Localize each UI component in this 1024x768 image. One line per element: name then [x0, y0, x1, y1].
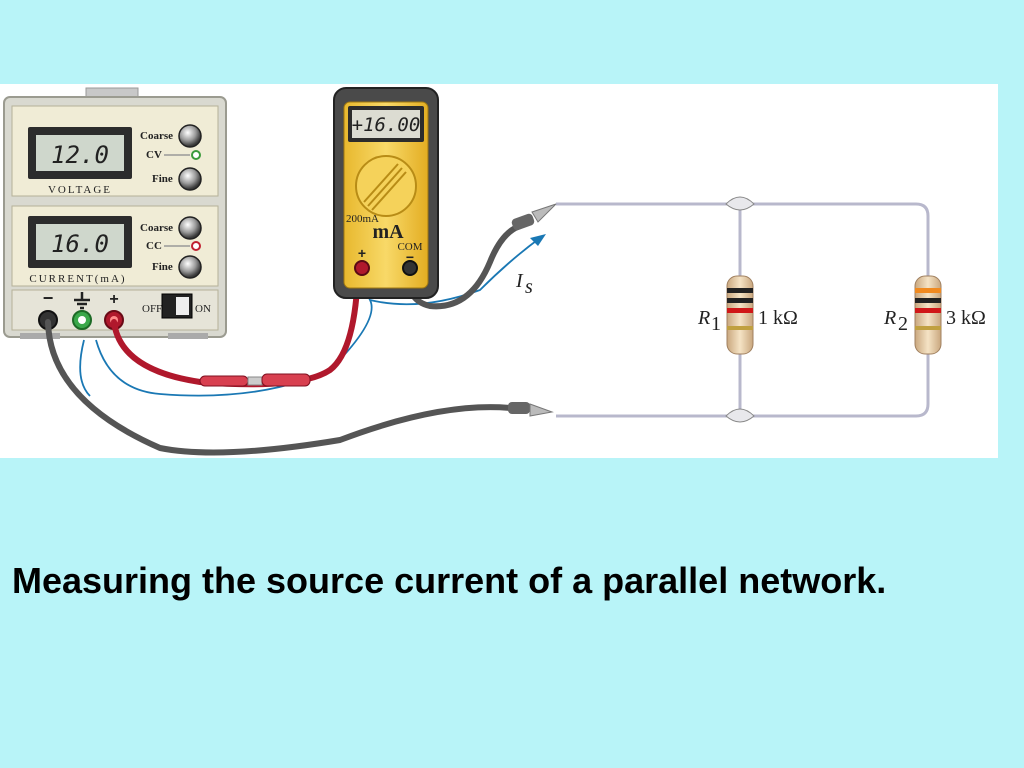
meter-com-label: COM	[397, 241, 422, 253]
cc-label: CC	[146, 240, 162, 252]
meter-unit-label: mA	[372, 221, 404, 243]
supply-minus-label: −	[43, 288, 54, 308]
voltage-coarse-label: Coarse	[140, 130, 173, 142]
ground-icon	[74, 292, 90, 310]
voltage-fine-knob[interactable]	[178, 167, 202, 191]
source-current-subscript: s	[525, 276, 533, 298]
r2-value: 3 kΩ	[946, 307, 986, 329]
meter-positive-jack[interactable]	[354, 260, 370, 276]
source-current-symbol: I	[515, 270, 524, 292]
voltage-readout: 12.0	[51, 141, 109, 169]
current-arrow-icon	[530, 234, 546, 246]
figure-caption: Measuring the source current of a parall…	[12, 560, 887, 601]
current-fine-label: Fine	[152, 261, 173, 273]
current-coarse-knob[interactable]	[178, 216, 202, 240]
top-lead-clip	[511, 203, 557, 231]
meter-readout: +16.00	[352, 114, 421, 136]
meter-minus-label: −	[406, 249, 414, 265]
meter-plus-label: +	[358, 245, 366, 261]
bottom-junction	[725, 408, 755, 423]
gray-return-lead	[45, 319, 513, 456]
cc-indicator-icon	[191, 241, 201, 251]
current-label: CURRENT(mA)	[29, 273, 126, 285]
resistor-r2	[914, 275, 942, 355]
current-coarse-label: Coarse	[140, 222, 173, 234]
r2-name: R	[883, 307, 896, 329]
power-off-label: OFF	[142, 303, 162, 315]
meter-com-jack[interactable]	[402, 260, 418, 276]
supply-plus-label: +	[109, 291, 118, 308]
voltage-coarse-knob[interactable]	[178, 124, 202, 148]
power-on-label: ON	[195, 303, 211, 315]
red-lead-connector	[199, 373, 311, 387]
cv-indicator-icon	[191, 150, 201, 160]
top-junction	[725, 196, 755, 211]
voltage-label: VOLTAGE	[48, 184, 112, 196]
current-path-line	[79, 237, 541, 397]
current-lcd-screen	[36, 224, 124, 260]
bottom-lead-clip	[508, 402, 554, 417]
r1-value: 1 kΩ	[758, 307, 798, 329]
meter-lcd-screen	[352, 110, 420, 138]
r1-name: R	[697, 307, 710, 329]
power-supply: 12.0 VOLTAGE Coarse CV Fine 16.0 CURRENT…	[3, 87, 227, 339]
meter-range-label: 200mA	[346, 213, 379, 225]
cv-label: CV	[146, 149, 162, 161]
voltage-fine-label: Fine	[152, 173, 173, 185]
r1-subscript: 1	[711, 313, 721, 335]
resistor-r1	[726, 275, 754, 355]
multimeter: +16.00 200mA mA COM + −	[333, 87, 439, 299]
current-readout: 16.0	[51, 230, 109, 258]
voltage-lcd-screen	[36, 135, 124, 171]
current-fine-knob[interactable]	[178, 255, 202, 279]
r2-subscript: 2	[898, 313, 908, 335]
